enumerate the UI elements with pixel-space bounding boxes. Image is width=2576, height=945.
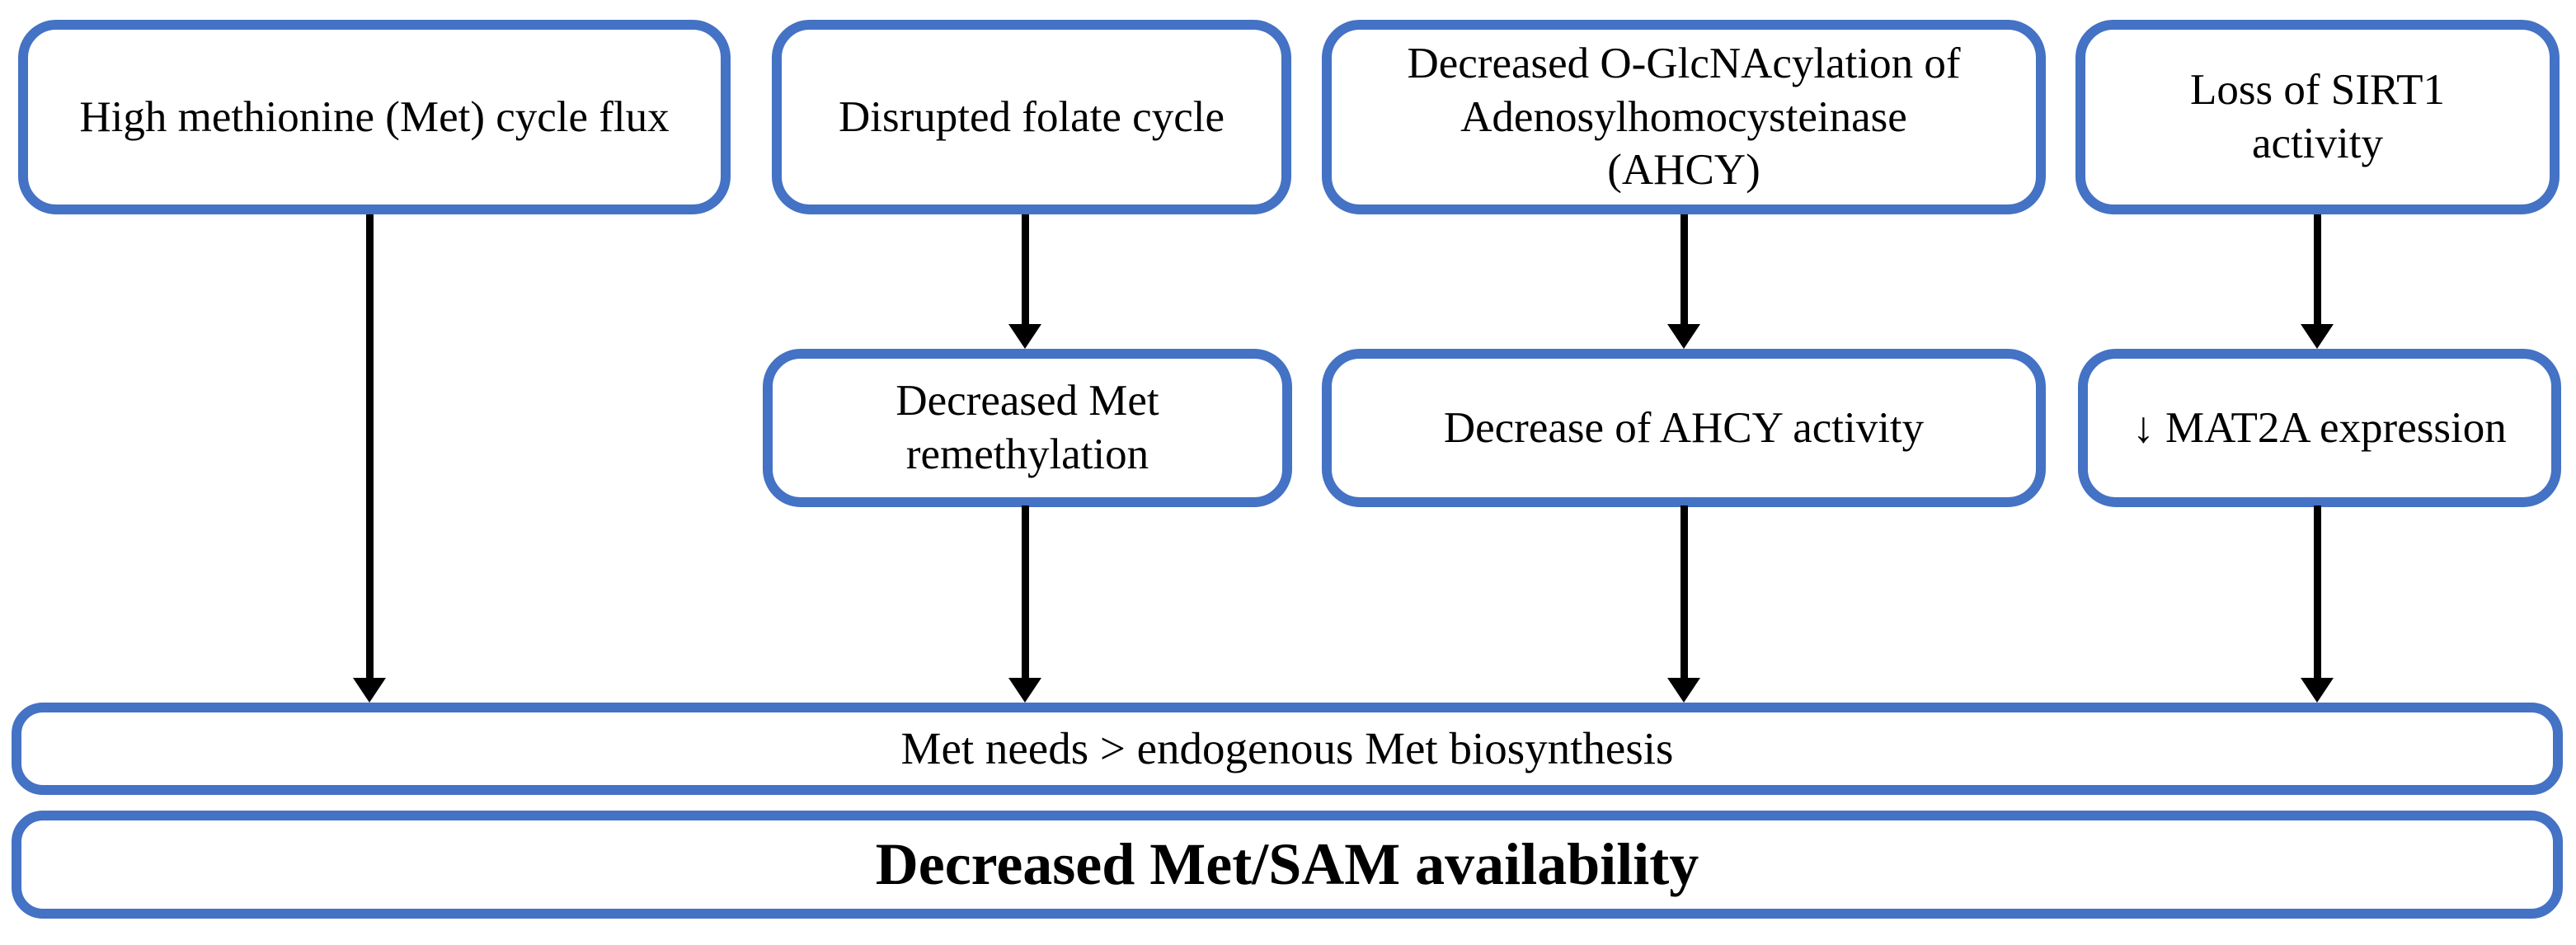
intermediate-box-met-remethylation-label: Decreased Met remethylation bbox=[895, 377, 1159, 478]
intermediate-box-ahcy-activity-label: Decrease of AHCY activity bbox=[1443, 403, 1925, 452]
down-arrow-icon bbox=[1008, 324, 1041, 349]
cause-box-folate-cycle: Disrupted folate cycle bbox=[772, 20, 1291, 214]
intermediate-box-mat2a-expression: ↓ MAT2A expression bbox=[2078, 349, 2561, 507]
down-arrow-icon bbox=[1008, 678, 1041, 703]
cause-box-folate-cycle-label: Disrupted folate cycle bbox=[839, 92, 1225, 141]
down-arrow-icon bbox=[353, 678, 386, 703]
arrow-shaft bbox=[1681, 505, 1688, 683]
arrow-shaft bbox=[1022, 214, 1029, 329]
cause-box-oglcnacylation-label: Decreased O-GlcNAcylation of Adenosylhom… bbox=[1407, 40, 1961, 195]
cause-box-met-cycle-flux: High methionine (Met) cycle flux bbox=[18, 20, 731, 214]
comparison-box: Met needs > endogenous Met biosynthesis bbox=[12, 703, 2563, 795]
down-arrow-icon bbox=[2301, 324, 2334, 349]
intermediate-box-met-remethylation: Decreased Met remethylation bbox=[763, 349, 1292, 507]
arrow-shaft bbox=[1681, 214, 1688, 329]
arrow-remethylation-to-comparison bbox=[1008, 505, 1041, 703]
comparison-box-label: Met needs > endogenous Met biosynthesis bbox=[900, 723, 1674, 774]
down-arrow-icon bbox=[1667, 324, 1700, 349]
cause-box-oglcnacylation: Decreased O-GlcNAcylation of Adenosylhom… bbox=[1322, 20, 2046, 214]
arrow-oglcnacylation-to-ahcy-activity bbox=[1667, 214, 1700, 349]
down-arrow-icon bbox=[1667, 678, 1700, 703]
intermediate-box-ahcy-activity: Decrease of AHCY activity bbox=[1322, 349, 2046, 507]
cause-box-sirt1-label: Loss of SIRT1 activity bbox=[2190, 66, 2445, 167]
down-arrow-icon bbox=[2301, 678, 2334, 703]
arrow-shaft bbox=[2314, 505, 2321, 683]
arrow-met-flux-to-comparison bbox=[353, 214, 386, 703]
arrow-shaft bbox=[366, 214, 374, 683]
outcome-box: Decreased Met/SAM availability bbox=[12, 811, 2563, 919]
outcome-box-label: Decreased Met/SAM availability bbox=[875, 830, 1699, 897]
arrow-ahcy-activity-to-comparison bbox=[1667, 505, 1700, 703]
arrow-mat2a-to-comparison bbox=[2301, 505, 2334, 703]
arrow-shaft bbox=[2314, 214, 2321, 329]
intermediate-box-mat2a-expression-label: ↓ MAT2A expression bbox=[2132, 403, 2507, 452]
cause-box-met-cycle-flux-label: High methionine (Met) cycle flux bbox=[79, 92, 670, 141]
cause-box-sirt1: Loss of SIRT1 activity bbox=[2075, 20, 2560, 214]
arrow-sirt1-to-mat2a bbox=[2301, 214, 2334, 349]
arrow-shaft bbox=[1022, 505, 1029, 683]
arrow-folate-to-remethylation bbox=[1008, 214, 1041, 349]
